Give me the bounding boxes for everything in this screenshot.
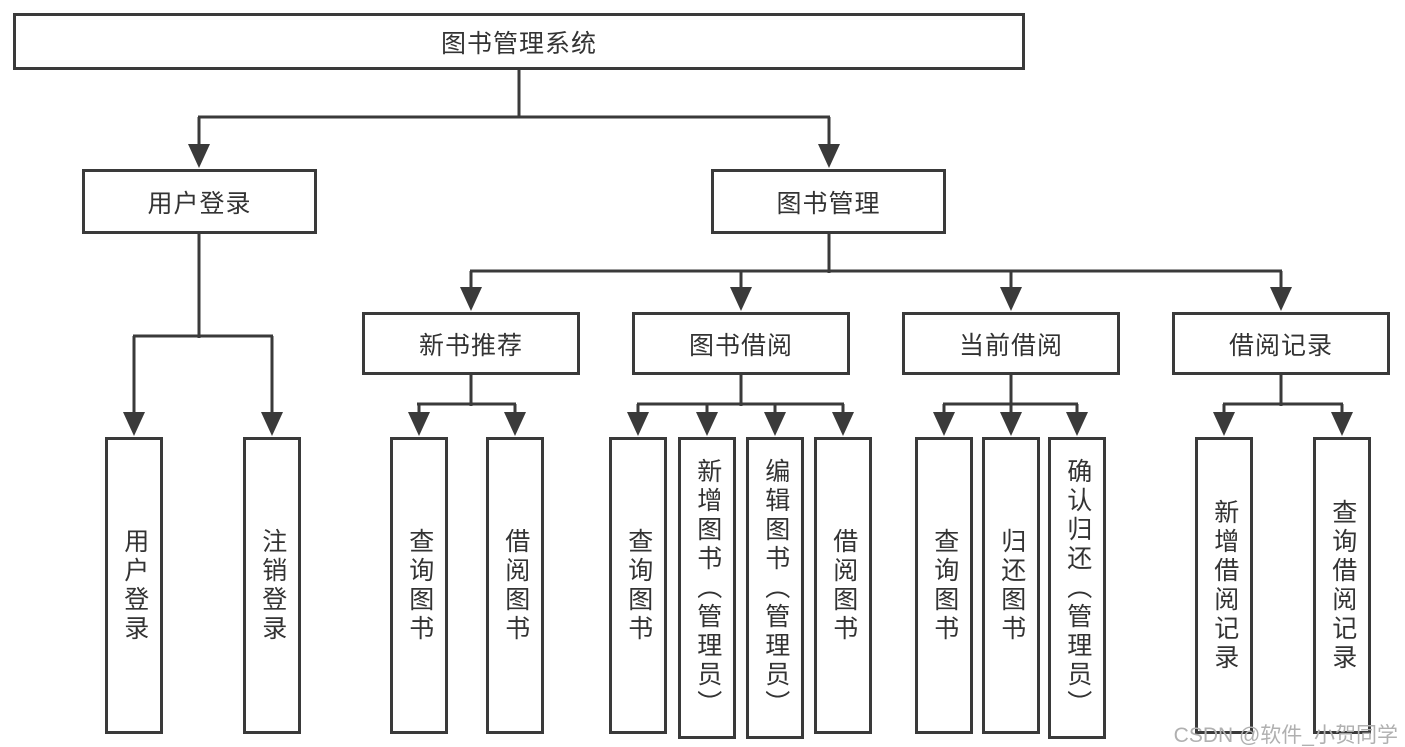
node-new-book-recommend: 新书推荐 (362, 312, 580, 375)
leaf-add-book-admin: 新增图书（管理员） (678, 437, 736, 739)
leaf-label: 编辑图书（管理员） (761, 457, 790, 719)
node-borrow-records: 借阅记录 (1172, 312, 1390, 375)
leaf-label: 查询图书 (624, 527, 653, 644)
node-book-management: 图书管理 (711, 169, 946, 234)
leaf-label: 借阅图书 (501, 527, 530, 644)
leaf-query-books-current: 查询图书 (915, 437, 973, 734)
leaf-borrow-books-recommend: 借阅图书 (486, 437, 544, 734)
leaf-label: 查询图书 (930, 527, 959, 644)
leaf-label: 查询图书 (405, 527, 434, 644)
leaf-edit-book-admin: 编辑图书（管理员） (746, 437, 804, 739)
leaf-label: 查询借阅记录 (1328, 498, 1357, 673)
leaf-return-book: 归还图书 (982, 437, 1040, 734)
node-user-login: 用户登录 (82, 169, 317, 234)
node-book-borrow: 图书借阅 (632, 312, 850, 375)
leaf-query-borrow-record: 查询借阅记录 (1313, 437, 1371, 734)
leaf-query-books-recommend: 查询图书 (390, 437, 448, 734)
watermark-text: CSDN @软件_小贺同学 (1173, 724, 1398, 747)
node-current-borrow: 当前借阅 (902, 312, 1120, 375)
leaf-label: 注销登录 (258, 527, 287, 644)
leaf-label: 新增图书（管理员） (693, 457, 722, 719)
leaf-add-borrow-record: 新增借阅记录 (1195, 437, 1253, 734)
leaf-borrow-books-borrow: 借阅图书 (814, 437, 872, 734)
leaf-logout: 注销登录 (243, 437, 301, 734)
leaf-label: 借阅图书 (829, 527, 858, 644)
leaf-confirm-return-admin: 确认归还（管理员） (1048, 437, 1106, 739)
leaf-label: 用户登录 (120, 527, 149, 644)
leaf-query-books-borrow: 查询图书 (609, 437, 667, 734)
leaf-user-login: 用户登录 (105, 437, 163, 734)
node-root: 图书管理系统 (13, 13, 1025, 70)
leaf-label: 确认归还（管理员） (1063, 457, 1092, 719)
leaf-label: 新增借阅记录 (1210, 498, 1239, 673)
leaf-label: 归还图书 (997, 527, 1026, 644)
